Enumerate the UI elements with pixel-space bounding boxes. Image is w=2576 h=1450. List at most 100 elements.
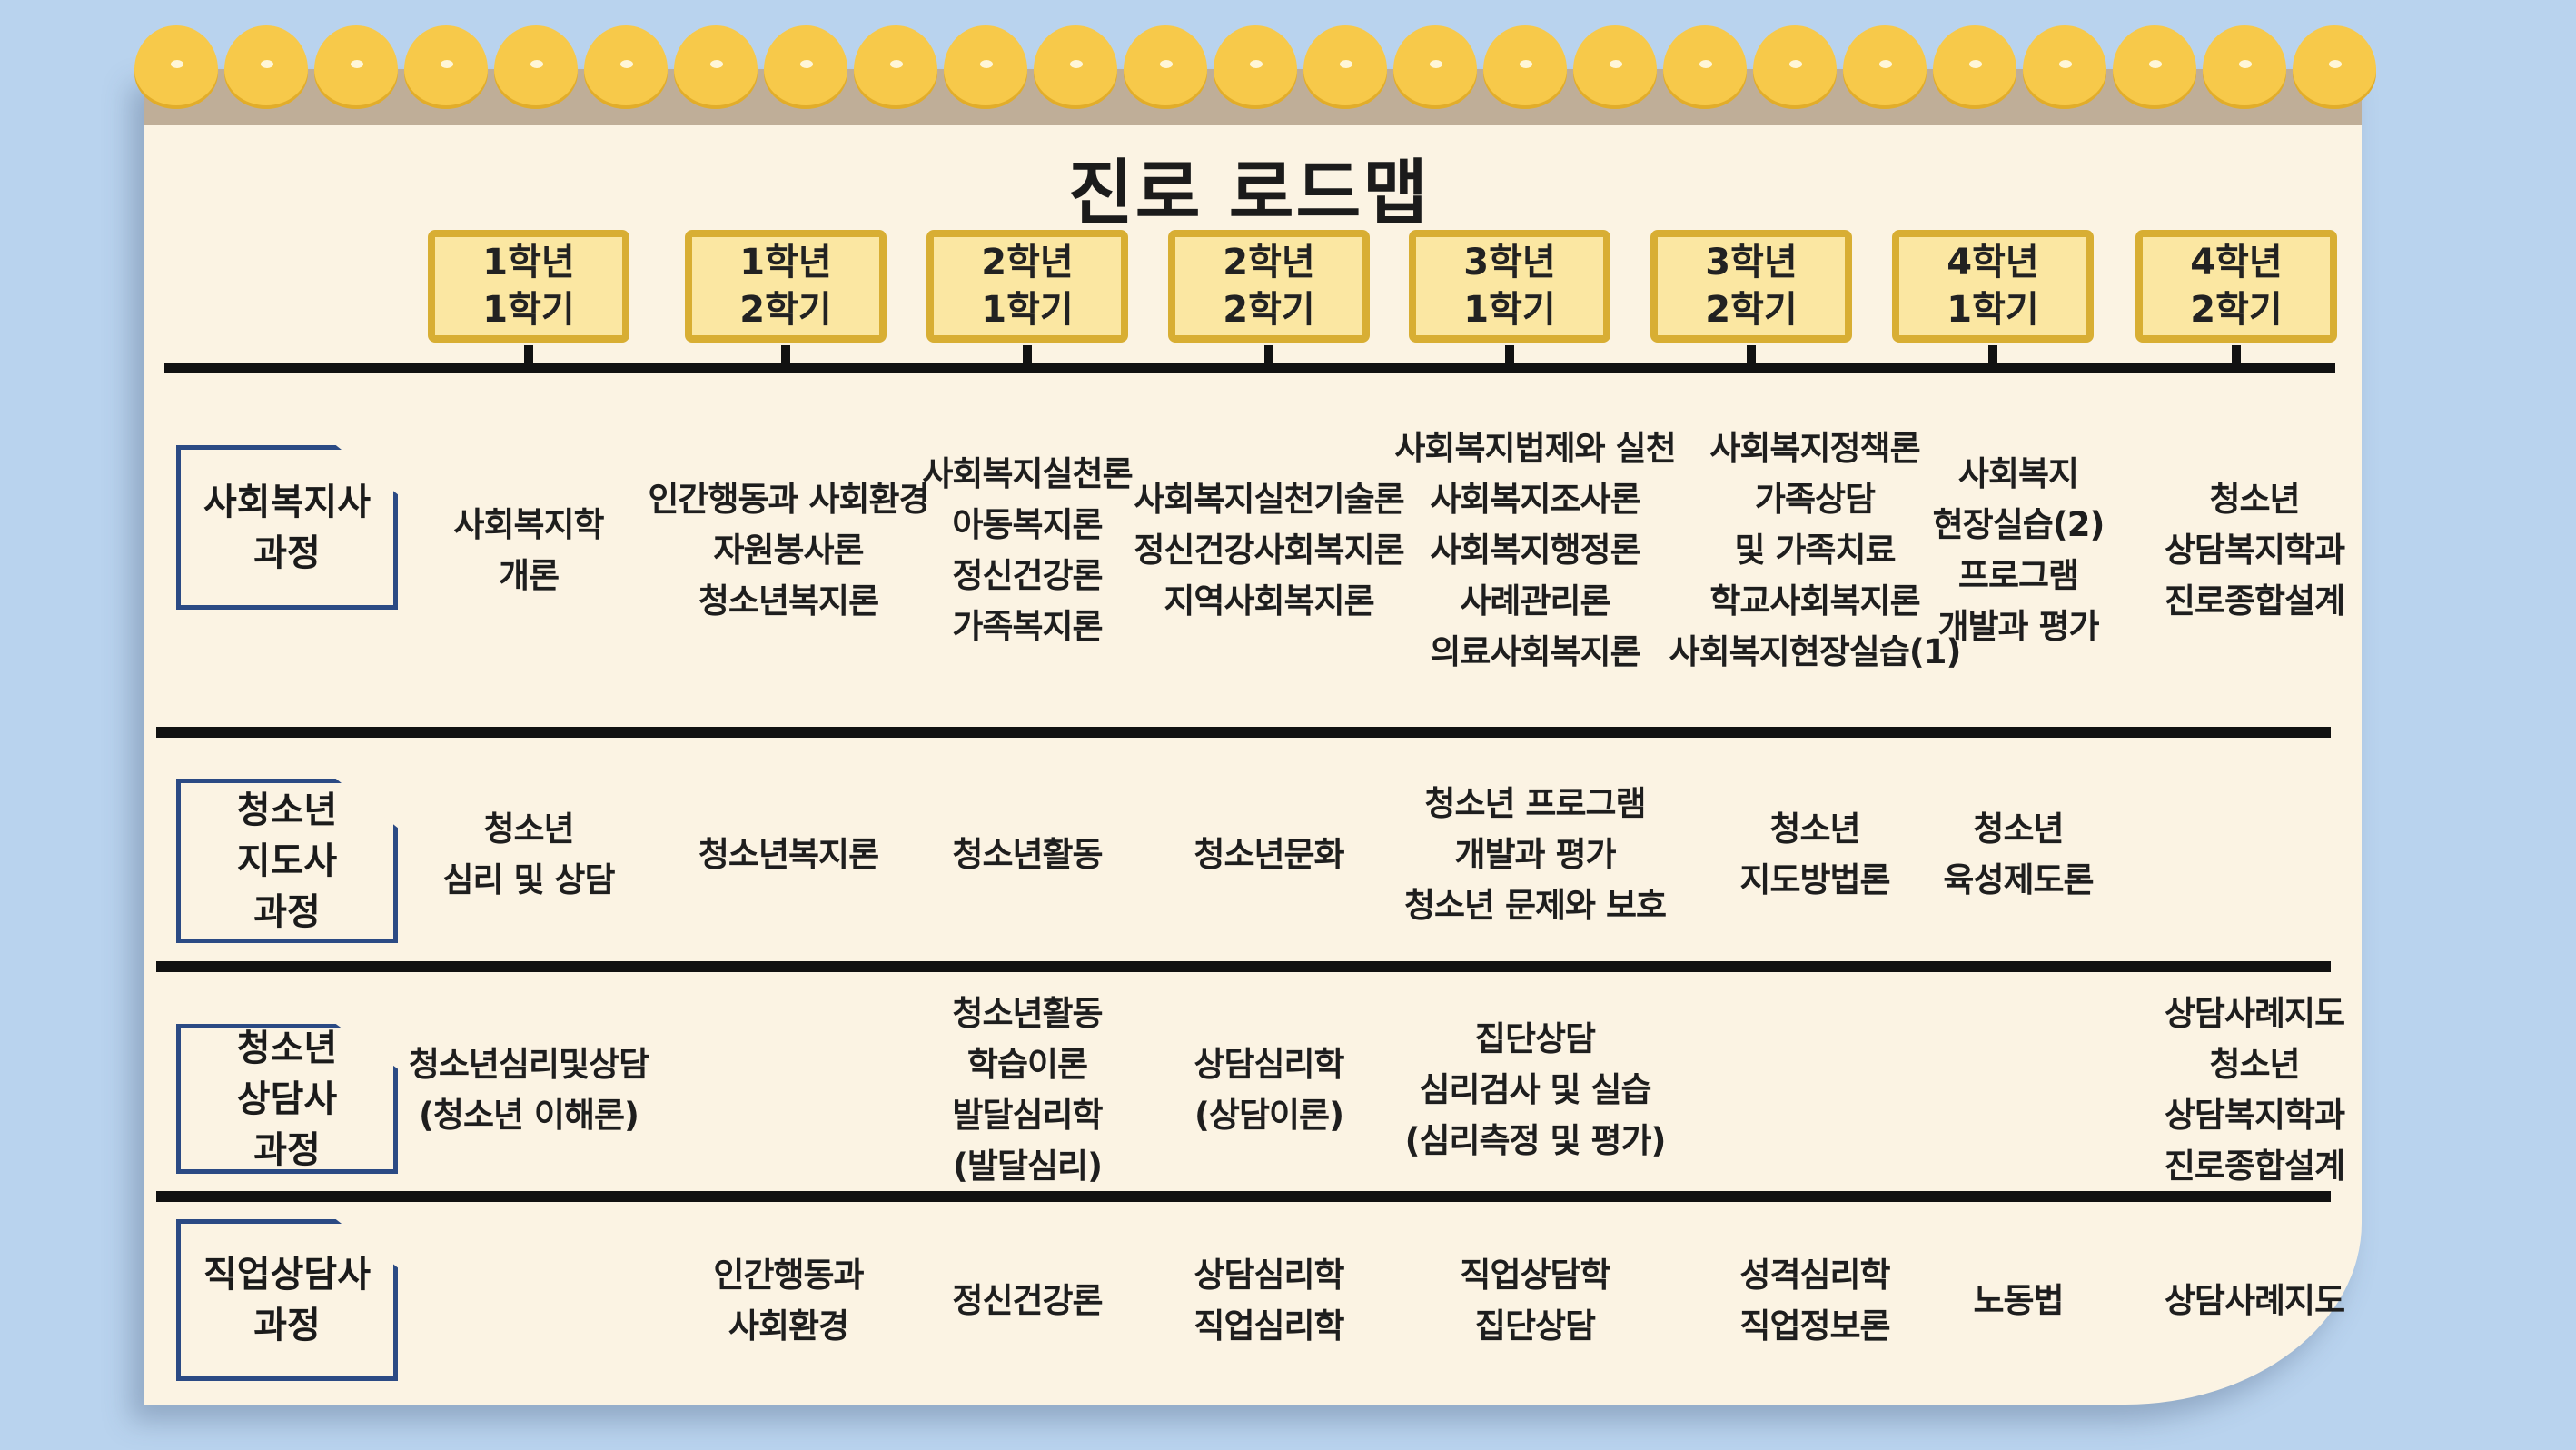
course-name: 청소년 문제와 보호 [1403, 886, 1667, 925]
course-name: 상담사례지도 [2164, 1281, 2345, 1320]
row-divider [156, 1191, 2331, 1202]
timeline-tick [1747, 345, 1756, 365]
scallop-tab [764, 25, 847, 105]
course-name: 심리검사 및 실습 [1419, 1070, 1651, 1109]
semester-year: 4학년 [2190, 242, 2283, 283]
course-name: 노동법 [1973, 1281, 2064, 1320]
course-name: 학교사회복지론 [1709, 581, 1920, 621]
course-name: 청소년 프로그램 [1424, 784, 1646, 823]
row-divider [156, 961, 2331, 972]
timeline-tick [1988, 345, 1997, 365]
timeline-tick [1505, 345, 1514, 365]
track-label-line: 청소년 [236, 1027, 338, 1069]
scallop-tab [1933, 25, 2016, 105]
scallop-tab [1303, 25, 1387, 105]
timeline-tick [781, 345, 790, 365]
course-name: 지역사회복지론 [1164, 581, 1374, 621]
course-name: 자원봉사론 [713, 531, 864, 570]
course-name: 사회복지현장실습(1) [1669, 632, 1962, 671]
timeline-tick [2232, 345, 2241, 365]
course-name: 가족복지론 [952, 607, 1103, 646]
semester-year: 2학년 [981, 242, 1074, 283]
semester-year: 3학년 [1463, 242, 1556, 283]
course-cell: 청소년활동 [952, 829, 1103, 880]
course-name: 성격심리학 [1739, 1256, 1890, 1295]
course-name: 청소년활동 [952, 994, 1103, 1033]
course-name: 지도방법론 [1739, 860, 1890, 899]
semester-term: 2학기 [2190, 289, 2283, 331]
page-title: 진로 로드맵 [1068, 153, 1430, 234]
course-name: 상담복지학과 [2164, 531, 2345, 570]
course-cell: 청소년복지론 [698, 829, 879, 880]
course-name: (심리측정 및 평가) [1404, 1121, 1667, 1160]
course-name: 사회복지조사론 [1430, 480, 1640, 519]
course-name: 집단상담 [1474, 1306, 1596, 1346]
track-label-line: 과정 [253, 1305, 321, 1346]
track-label-line: 과정 [253, 890, 321, 933]
scallop-tab [584, 25, 668, 105]
course-name: 아동복지론 [952, 505, 1103, 544]
course-name: 개발과 평가 [1937, 607, 2099, 646]
course-name: 진로종합설계 [2164, 581, 2345, 621]
timeline-tick [524, 345, 533, 365]
course-name: 청소년 [2209, 480, 2300, 519]
course-name: 가족상담 [1754, 480, 1876, 519]
scallop-tab [2113, 25, 2196, 105]
course-name: 상담심리학 [1194, 1045, 1344, 1084]
course-name: 청소년 [1769, 809, 1860, 849]
course-name: 상담복지학과 [2164, 1096, 2345, 1135]
course-name: 학습이론 [966, 1045, 1088, 1084]
semester-year: 4학년 [1947, 242, 2039, 283]
course-name: 사회복지행정론 [1430, 531, 1640, 570]
scallop-tab [1483, 25, 1567, 105]
scallop-tab [134, 25, 218, 105]
course-name: 사회복지실천기술론 [1134, 480, 1404, 519]
course-name: (상담이론) [1194, 1096, 1344, 1135]
scallop-tab [1753, 25, 1837, 105]
course-name: 청소년 [2209, 1045, 2300, 1084]
course-name: 직업상담학 [1460, 1256, 1610, 1295]
scallop-tab [494, 25, 578, 105]
track-label-line: 과정 [253, 531, 321, 574]
scallop-tab [1663, 25, 1747, 105]
course-name: 사회복지정책론 [1709, 429, 1920, 468]
course-name: 청소년복지론 [698, 581, 879, 621]
scallop-tab [1393, 25, 1477, 105]
scallop-tab [314, 25, 398, 105]
course-name: 정신건강사회복지론 [1134, 531, 1404, 570]
semester-year: 1학년 [482, 242, 575, 283]
scallop-tab [1843, 25, 1927, 105]
scallop-tab [2023, 25, 2106, 105]
course-name: 청소년활동 [952, 835, 1103, 874]
scallop-tab [2203, 25, 2286, 105]
row-divider [156, 727, 2331, 738]
track-label-line: 직업상담사 [203, 1254, 371, 1296]
course-name: (청소년 이해론) [419, 1096, 639, 1135]
course-name: 인간행동과 사회환경 [648, 480, 929, 519]
course-name: 및 가족치료 [1734, 531, 1896, 570]
course-name: 심리 및 상담 [442, 860, 616, 899]
track-label-line: 지도사 [236, 839, 338, 882]
course-name: 프로그램 [1957, 556, 2079, 595]
